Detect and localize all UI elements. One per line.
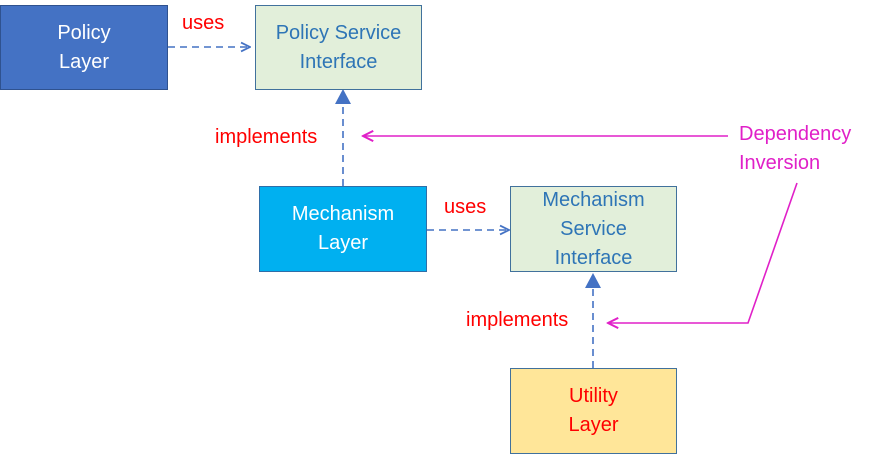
uses-label-policy: uses — [182, 12, 225, 34]
policy-service-interface-line2: Interface — [299, 50, 378, 73]
mechanism-layer-box: Mechanism Layer — [259, 186, 427, 272]
mechanism-layer-line1: Mechanism — [291, 203, 395, 225]
utility-layer-line1: Utility — [569, 385, 618, 407]
implements-label-policy-interface: implements — [215, 126, 318, 148]
implements-triangle-mechanism-interface — [585, 273, 601, 288]
policy-layer-line2: Layer — [58, 50, 110, 73]
dependency-inversion-label-line1: Dependency — [739, 123, 852, 145]
implements-triangle-policy-interface — [335, 89, 351, 104]
utility-layer-line2: Layer — [568, 414, 619, 436]
utility-layer-box: Utility Layer — [510, 368, 677, 454]
mechanism-service-interface-line1: Mechanism — [542, 188, 645, 211]
mechanism-layer-line2: Layer — [317, 232, 369, 254]
dependency-inversion-label-line2: Inversion — [739, 152, 821, 174]
mechanism-service-interface-line3: Interface — [554, 246, 633, 269]
policy-service-interface-line1: Policy Service — [275, 21, 402, 44]
policy-service-interface-box: Policy Service Interface — [255, 5, 422, 90]
policy-layer-box: Policy Layer — [0, 5, 168, 90]
uses-label-mechanism: uses — [444, 196, 487, 218]
mechanism-service-interface-box: Mechanism Service Interface — [510, 186, 677, 272]
policy-layer-line1: Policy — [57, 21, 111, 44]
dependency-inversion-arrow-bottom — [608, 182, 798, 323]
implements-label-mechanism-interface: implements — [466, 309, 569, 331]
mechanism-service-interface-line2: Service — [560, 217, 627, 240]
